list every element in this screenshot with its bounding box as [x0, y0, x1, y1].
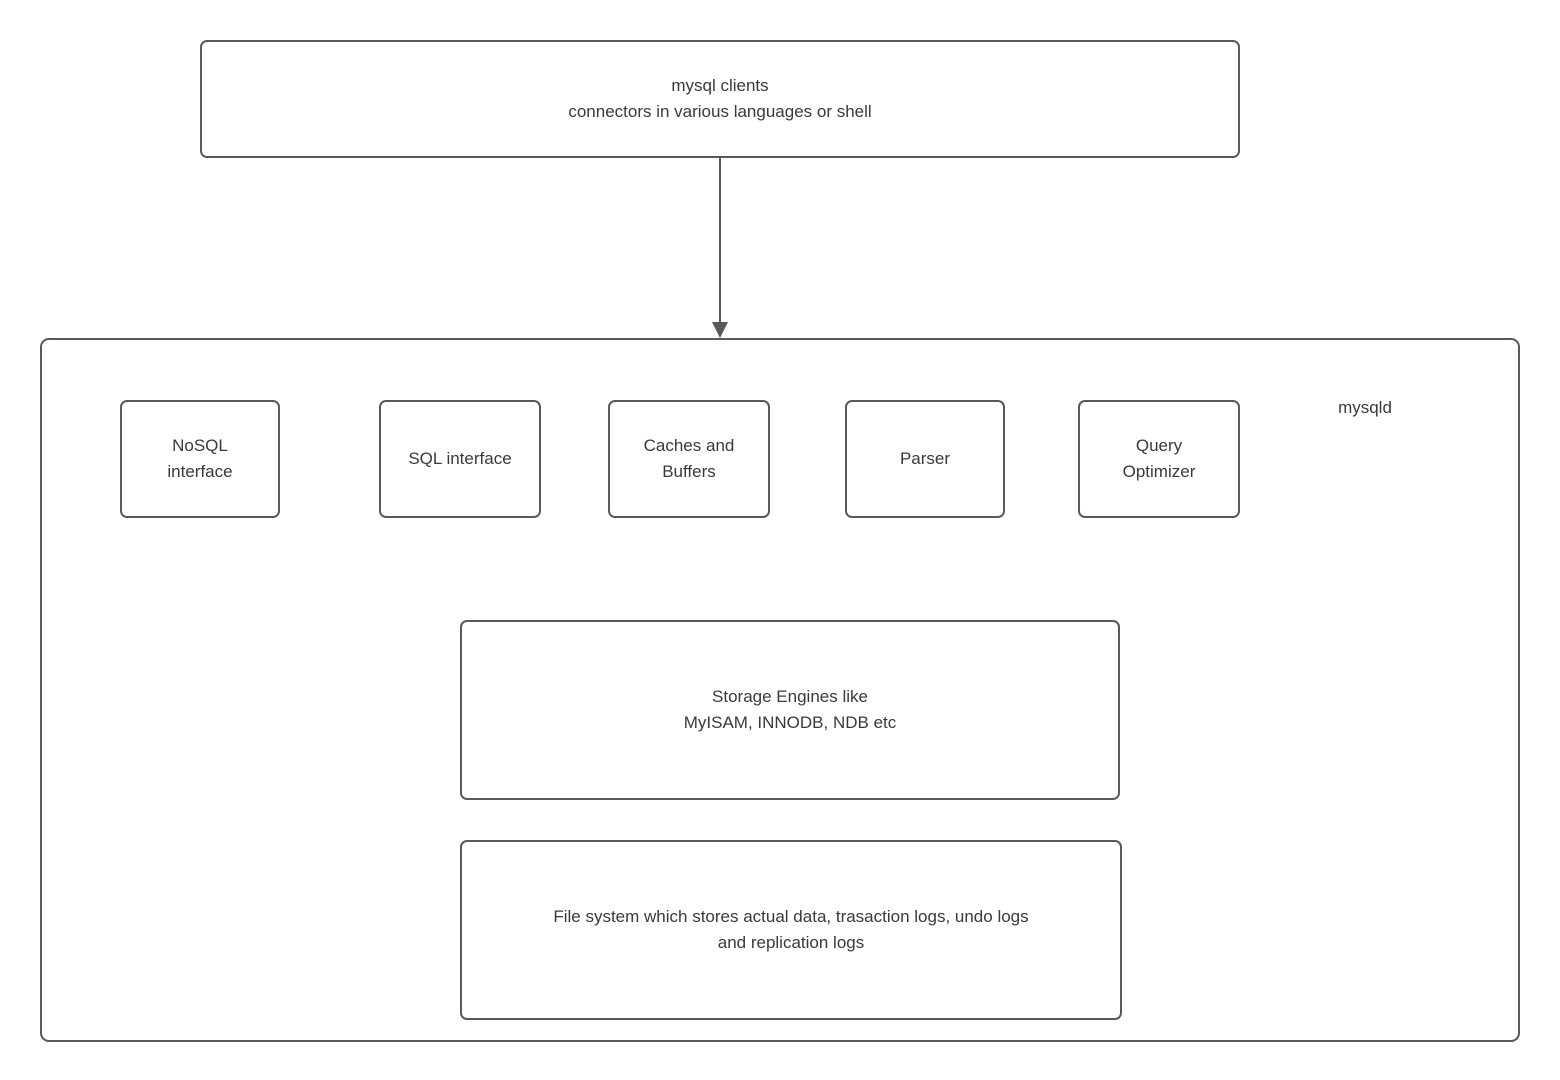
connector-arrowhead-icon [712, 322, 728, 338]
file-system-line2: and replication logs [717, 933, 865, 952]
component-nosql-interface: NoSQL interface [120, 400, 280, 518]
clients-box-line1: mysql clients [671, 75, 769, 95]
component-query-optimizer: Query Optimizer [1078, 400, 1240, 518]
component-parser: Parser [845, 400, 1005, 518]
storage-engines-box: Storage Engines like MyISAM, INNODB, NDB… [460, 620, 1120, 800]
component-caches-and-buffers: Caches and Buffers [608, 400, 770, 518]
connector-arrow-line [719, 158, 721, 324]
mysqld-container-label: mysqld [1338, 398, 1392, 417]
clients-box-label: mysql clients connectors in various lang… [568, 73, 871, 126]
file-system-label: File system which stores actual data, tr… [553, 904, 1028, 957]
clients-box: mysql clients connectors in various lang… [200, 40, 1240, 158]
file-system-line1: File system which stores actual data, tr… [553, 906, 1029, 926]
storage-engines-line2: MyISAM, INNODB, NDB etc [683, 713, 897, 732]
storage-engines-label: Storage Engines like MyISAM, INNODB, NDB… [684, 684, 897, 737]
clients-box-line2: connectors in various languages or shell [568, 102, 872, 121]
file-system-box: File system which stores actual data, tr… [460, 840, 1122, 1020]
storage-engines-line1: Storage Engines like [712, 686, 868, 706]
component-sql-interface: SQL interface [379, 400, 541, 518]
